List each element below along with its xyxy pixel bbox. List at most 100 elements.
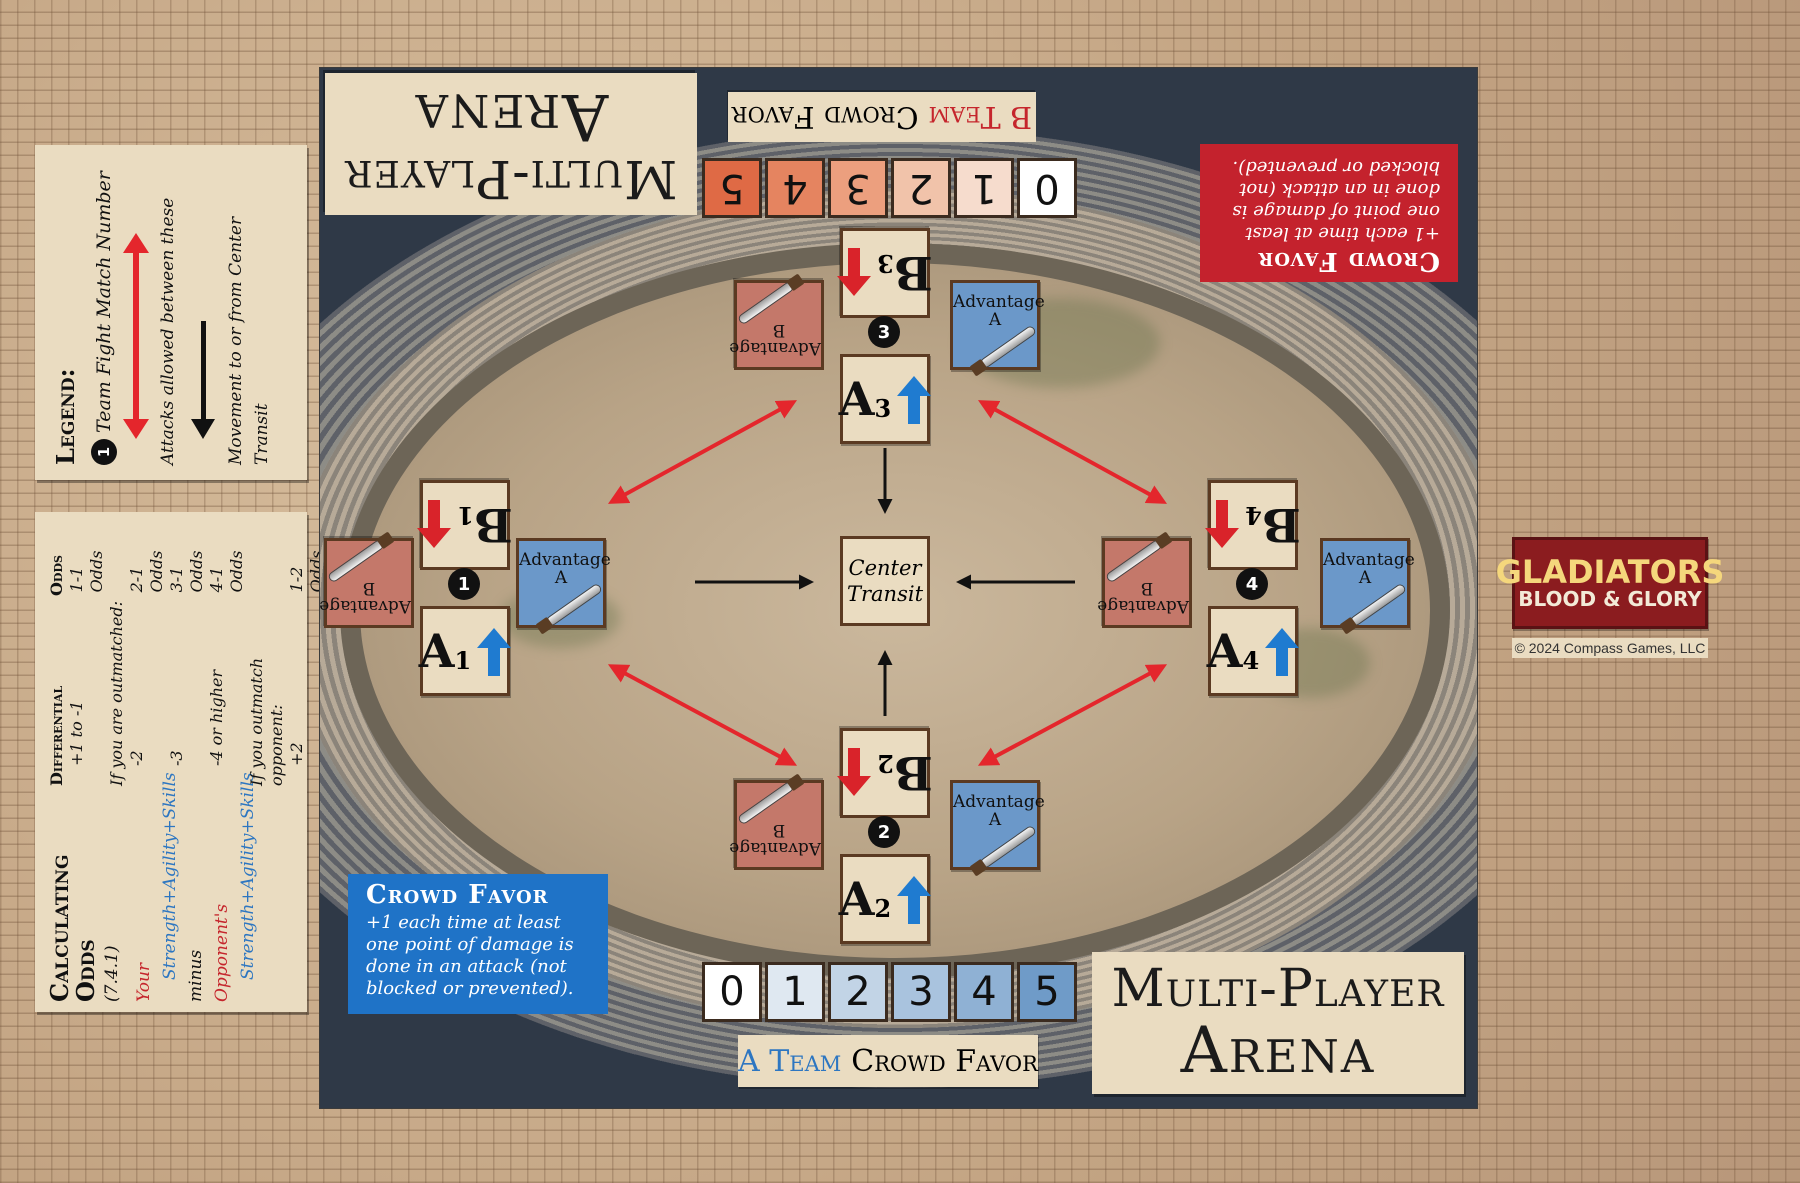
- title-line1-a: Multi-Player: [1111, 959, 1445, 1019]
- counter-number: 3: [877, 249, 894, 279]
- match-number-icon: 3: [868, 316, 900, 348]
- odds-row-diff: If you outmatch opponent:: [247, 657, 286, 786]
- a-track-cell[interactable]: 4: [954, 962, 1014, 1022]
- b-track-cell[interactable]: 4: [765, 158, 825, 218]
- title-a-side: Multi-Player Arena: [1092, 952, 1464, 1094]
- attack-arrow: [977, 664, 1168, 766]
- center-transit-label: Center Transit: [846, 556, 924, 606]
- attack-arrow: [607, 664, 798, 766]
- crowd-favor-a-text: +1 each time at least one point of damag…: [366, 912, 574, 999]
- blue-arrow-up-icon: [897, 376, 932, 424]
- logo-line2: BLOOD & GLORY: [1518, 587, 1702, 611]
- advantage-team: A: [554, 568, 568, 588]
- arrow-layer: [607, 400, 1168, 766]
- red-arrow-down-icon: [837, 748, 872, 796]
- a-track-cell[interactable]: 3: [891, 962, 951, 1022]
- b-track-cell[interactable]: 5: [702, 158, 762, 218]
- odds-row: If you outmatch opponent:: [247, 526, 287, 786]
- legend-content: Legend: 1 Team Fight Match Number Attack…: [51, 165, 272, 465]
- advantage-label: Advantage: [1323, 550, 1415, 570]
- odds-row-diff: -3: [167, 750, 186, 766]
- counter-letter: B: [893, 246, 933, 300]
- b-team-label: B Team Crowd Favor: [728, 92, 1036, 142]
- match-number-icon: 4: [1236, 568, 1268, 600]
- logo-line1: GLADIATORS: [1495, 553, 1725, 591]
- odds-your: Your: [134, 962, 154, 1002]
- title-line2-b: Arena: [413, 79, 609, 153]
- match-number-icon: 2: [868, 816, 900, 848]
- counter-number: 1: [457, 501, 474, 531]
- sword-icon: [738, 781, 794, 825]
- a-team-name: A Team: [738, 1043, 842, 1079]
- counter-letter: B: [1261, 498, 1301, 552]
- b-track-cell[interactable]: 0: [1017, 158, 1077, 218]
- advantage-label: Advantage: [953, 292, 1045, 312]
- counter-number: 2: [877, 749, 894, 779]
- odds-minus: minus: [186, 949, 206, 1002]
- odds-row: -3 3-1 Odds: [167, 526, 207, 786]
- legend-panel: Legend: 1 Team Fight Match Number Attack…: [35, 145, 307, 480]
- crowd-favor-a-heading: Crowd Favor: [366, 880, 549, 910]
- a-team-label: A Team Crowd Favor: [738, 1035, 1038, 1087]
- red-arrow-down-icon: [417, 500, 452, 548]
- b-track-cell[interactable]: 1: [954, 158, 1014, 218]
- sword-icon: [546, 583, 602, 627]
- advantage-label: Advantage: [729, 338, 821, 358]
- b-team-track-label: Crowd Favor: [731, 99, 919, 135]
- advantage-label: Advantage: [729, 838, 821, 858]
- a-track-cell[interactable]: 2: [828, 962, 888, 1022]
- advantage-team: B: [772, 320, 786, 340]
- counter-letter: A: [838, 372, 875, 426]
- match-number-icon: 1: [448, 568, 480, 600]
- b-team-name: B Team: [928, 99, 1033, 135]
- legend-attack-text: Attacks allowed between these: [158, 197, 178, 465]
- a-track-cell[interactable]: 5: [1017, 962, 1077, 1022]
- crowd-favor-a-panel: Crowd Favor +1 each time at least one po…: [348, 874, 608, 1014]
- odds-row-odds: 3-1 Odds: [167, 550, 206, 593]
- attack-arrow: [607, 400, 798, 504]
- advantage-label: Advantage: [1097, 596, 1189, 616]
- blue-arrow-up-icon: [1265, 628, 1300, 676]
- center-transit[interactable]: Center Transit: [840, 536, 930, 626]
- b-track-cell[interactable]: 2: [891, 158, 951, 218]
- counter-number: 4: [1242, 645, 1260, 675]
- counter-number: 1: [454, 645, 472, 675]
- title-b-side: Multi-Player Arena: [325, 73, 697, 215]
- legend-move-row: Movement to or from Center Transit: [191, 165, 272, 465]
- a-track-cell[interactable]: 0: [702, 962, 762, 1022]
- counter-number: 2: [874, 893, 892, 923]
- sword-icon: [980, 325, 1036, 369]
- blue-arrow-up-icon: [477, 628, 512, 676]
- crowd-favor-b-text: +1 each time at least one point of damag…: [1232, 157, 1440, 244]
- attack-arrow: [977, 400, 1168, 504]
- b-track-cell[interactable]: 3: [828, 158, 888, 218]
- advantage-label: Advantage: [953, 792, 1045, 812]
- game-logo: GLADIATORS BLOOD & GLORY: [1496, 537, 1724, 629]
- advantage-team: A: [1358, 568, 1372, 588]
- sword-icon: [1106, 539, 1162, 583]
- a-track-cell[interactable]: 1: [765, 962, 825, 1022]
- odds-formula-2: Strength+Agility+Skills: [238, 772, 258, 980]
- legend-match-text: Team Fight Match Number: [93, 171, 115, 433]
- sword-icon: [738, 281, 794, 325]
- a-team-track-label: Crowd Favor: [851, 1043, 1038, 1079]
